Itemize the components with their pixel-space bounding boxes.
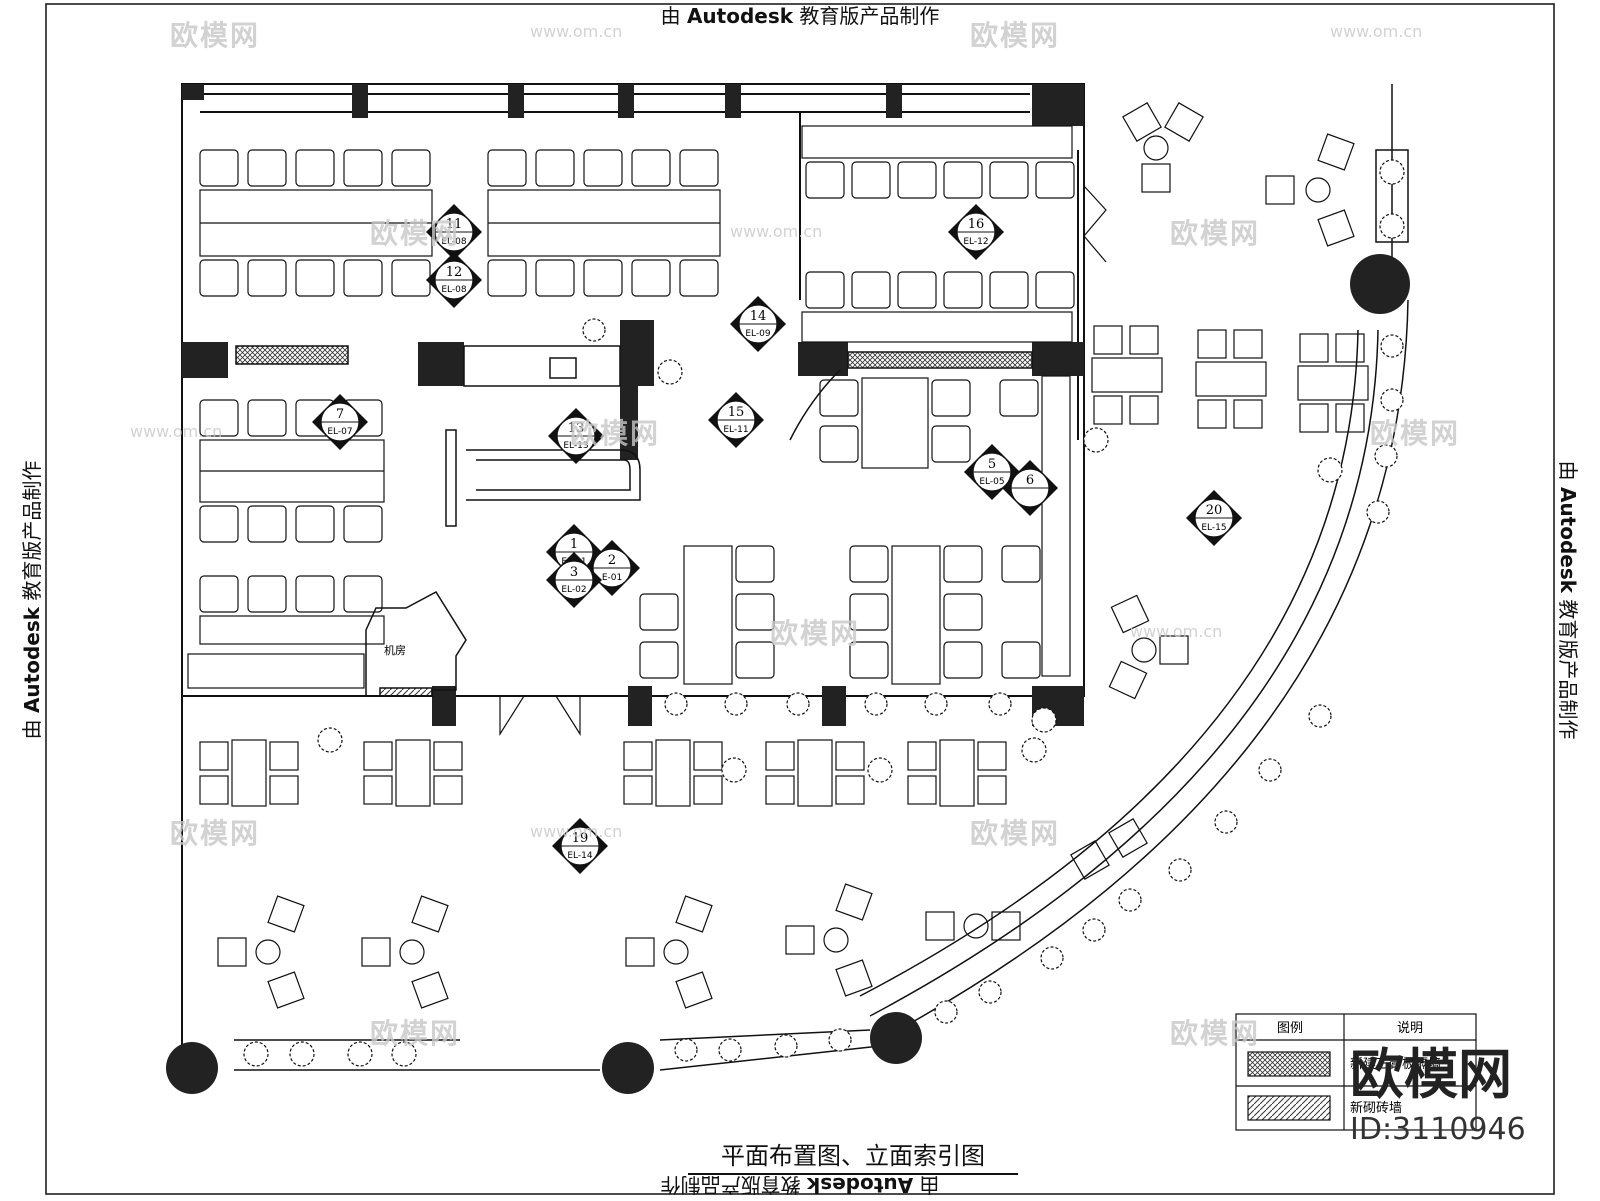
index-marker-ref: EL-02 (561, 585, 586, 595)
machine-room-label: 机房 (384, 643, 406, 657)
index-marker-number: 2 (608, 553, 616, 568)
index-marker: 7EL-07 (312, 394, 368, 450)
index-marker-number: 5 (988, 457, 996, 472)
watermark-brand: 欧模网 (170, 19, 261, 52)
index-marker-number: 12 (446, 265, 463, 280)
stamp-suffix: 教育版产品制作 (799, 4, 940, 28)
watermark-brand: 欧模网 (770, 617, 861, 650)
watermark-brand: 欧模网 (970, 19, 1061, 52)
stamp-prefix: 由 (1556, 460, 1580, 481)
index-marker-number: 19 (572, 831, 589, 846)
index-marker-ref: EL-14 (567, 851, 593, 861)
index-marker: 6 (1002, 460, 1058, 516)
bar-counter (235, 345, 1033, 697)
watermark-brand: 欧模网 (1170, 1017, 1261, 1050)
index-marker-number: 16 (968, 217, 985, 232)
legend-header-symbol: 图例 (1277, 1021, 1303, 1036)
watermark-url: www.om.cn (730, 222, 823, 241)
watermark-url: www.om.cn (530, 22, 623, 41)
legend-table (1235, 1013, 1477, 1131)
watermark-url: www.om.cn (130, 422, 223, 441)
edge-stamp-left: 由 Autodesk 教育版产品制作 (16, 461, 45, 740)
drawing-title: 平面布置图、立面索引图 (688, 1136, 1018, 1175)
index-marker-number: 11 (446, 217, 463, 232)
index-marker-ref: EL-13 (563, 441, 588, 451)
index-marker-number: 1 (570, 537, 578, 552)
legend-header-desc: 说明 (1397, 1021, 1423, 1036)
watermark-brand: 欧模网 (970, 817, 1061, 850)
watermark-brand: 欧模网 (170, 817, 261, 850)
index-marker-number: 3 (570, 565, 578, 580)
index-marker-number: 20 (1206, 503, 1223, 518)
outdoor-tables (199, 325, 1369, 807)
watermark-brand: 欧模网 (1370, 417, 1461, 450)
watermark-brand: 欧模网 (370, 1017, 461, 1050)
index-marker-ref: EL-12 (963, 237, 988, 247)
watermark-url: www.om.cn (1130, 622, 1223, 641)
stamp-prefix: 由 (20, 719, 44, 740)
edge-stamp-bottom: 由 Autodesk 教育版产品制作 (0, 1172, 1600, 1201)
index-marker-ref: EL-15 (1201, 523, 1226, 533)
legend-row-brick: 新砌砖墙 (1350, 1100, 1402, 1116)
index-marker-ref: EL-08 (441, 237, 467, 247)
edge-stamp-top: 由 Autodesk 教育版产品制作 (0, 0, 1600, 29)
index-marker-ref: EL-09 (745, 329, 771, 339)
structural-columns (182, 84, 1084, 726)
index-marker-ref: E-01 (602, 573, 622, 583)
index-marker-number: 14 (750, 309, 767, 324)
stamp-brand: Autodesk (686, 4, 794, 28)
index-marker-ref: EL-07 (327, 427, 352, 437)
index-marker-number: 13 (568, 421, 585, 436)
edge-stamp-right: 由 Autodesk 教育版产品制作 (1555, 461, 1584, 740)
stamp-suffix: 教育版产品制作 (660, 1173, 801, 1197)
stamp-brand: Autodesk (1556, 486, 1580, 594)
stamp-suffix: 教育版产品制作 (20, 460, 44, 601)
index-marker-ref: EL-05 (979, 477, 1004, 487)
index-marker-number: 6 (1026, 473, 1034, 488)
sheet-border (45, 3, 1555, 1195)
watermark-logo: 欧模网 (1350, 1043, 1512, 1106)
stamp-brand: Autodesk (806, 1173, 914, 1197)
index-marker: 3EL-02 (546, 552, 602, 608)
round-cafe-tables (217, 102, 1355, 1009)
stamp-prefix: 由 (660, 4, 681, 28)
watermark-brand: 欧模网 (370, 217, 461, 250)
entrance-doors (499, 185, 1107, 737)
index-marker-number: 7 (336, 407, 344, 422)
stamp-prefix: 由 (919, 1173, 940, 1197)
watermark-id: ID:3110946 (1350, 1112, 1526, 1147)
stamp-suffix: 教育版产品制作 (1556, 599, 1580, 740)
planter-strip (234, 84, 1409, 1071)
watermark-url: www.om.cn (530, 822, 623, 841)
elevation-index-markers: 1EL-012E-013EL-025EL-0567EL-0711EL-0812E… (312, 204, 1242, 874)
stamp-brand: Autodesk (20, 606, 44, 714)
round-columns (166, 254, 1410, 1094)
watermark-url: www.om.cn (1330, 22, 1423, 41)
index-marker-ref: EL-08 (441, 285, 467, 295)
booth-seating (187, 125, 1075, 689)
legend-row-gypsum: 新建石膏板隔墙 (1350, 1056, 1441, 1072)
index-marker-number: 15 (728, 405, 745, 420)
watermark-brand: 欧模网 (570, 417, 661, 450)
watermark-brand: 欧模网 (1170, 217, 1261, 250)
index-marker-ref: EL-11 (723, 425, 748, 435)
shrubs (243, 159, 1405, 1067)
